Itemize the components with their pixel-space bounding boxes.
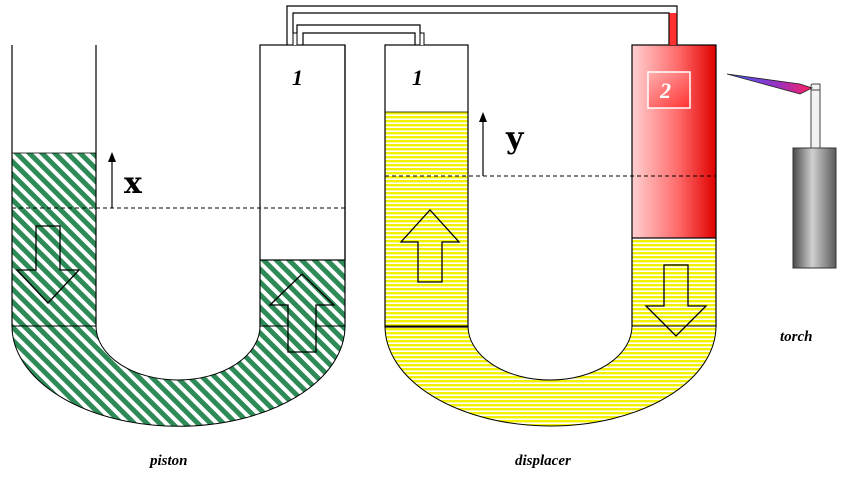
- piston-bottom-fluid: [11, 325, 346, 427]
- x-label: x: [124, 166, 143, 201]
- displacer-up-arrow: [399, 209, 461, 283]
- space-1-left-label: 1: [292, 65, 303, 90]
- torch-canister: [792, 147, 837, 269]
- displacer-down-arrow: [644, 264, 708, 337]
- displacer-u-tube: [384, 44, 717, 427]
- piston-left-fluid: [12, 153, 96, 327]
- space-2-box: [647, 71, 691, 109]
- displacer-bottom-fluid: [384, 325, 717, 427]
- torch-caption: torch: [780, 329, 813, 345]
- displacer-caption: displacer: [515, 453, 571, 469]
- y-arrow-head: [479, 112, 487, 122]
- x-arrow-head: [108, 152, 116, 162]
- connecting-pipes: [286, 5, 678, 45]
- piston-down-arrow: [15, 225, 81, 304]
- space-1-right-label: 1: [412, 65, 423, 90]
- torch-flame: [726, 73, 814, 95]
- space-2-label: 2: [659, 78, 671, 103]
- y-label: y: [505, 121, 525, 156]
- torch-tube: [810, 89, 821, 149]
- displacer-left-fluid: [385, 112, 468, 327]
- displacement-indicators: [12, 112, 716, 209]
- displacer-cylinder-1: [384, 44, 469, 328]
- piston-up-arrow: [268, 273, 336, 353]
- piston-u-tube: [11, 44, 346, 427]
- hot-pipe-segment: [669, 13, 677, 45]
- displacer-right-fluid: [632, 238, 716, 327]
- piston-caption: piston: [148, 453, 188, 469]
- torch: [726, 73, 837, 269]
